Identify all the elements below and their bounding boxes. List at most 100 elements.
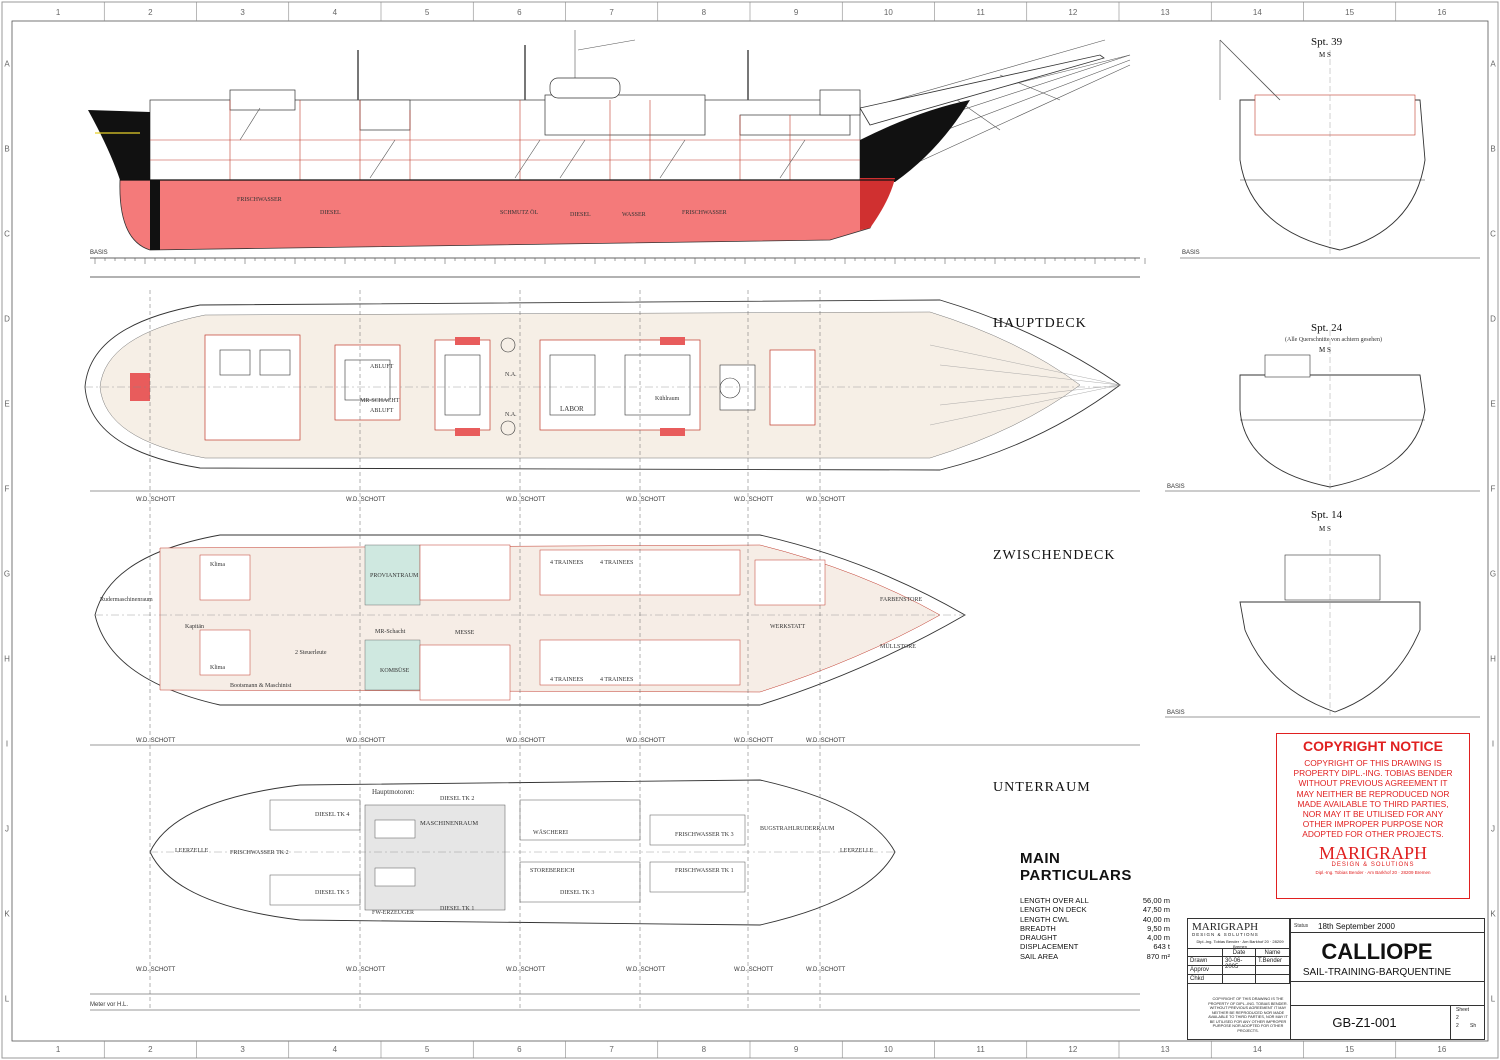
grid-row-label: L — [5, 995, 10, 1004]
particular-value: 47,50 m — [1142, 905, 1170, 915]
room-ur-diesel-tk2: DIESEL TK 2 — [440, 796, 475, 802]
grid-row-label: G — [1490, 570, 1496, 579]
basis-spt24: BASIS — [1167, 484, 1185, 490]
grid-col-label: 7 — [609, 1045, 614, 1054]
grid-col-label: 15 — [1345, 1045, 1354, 1054]
grid-row-label: F — [5, 485, 10, 494]
grid-row-label: A — [4, 60, 10, 69]
bulkhead-label: W.D. SCHOTT — [136, 497, 176, 503]
main-particulars-title: MAIN PARTICULARS — [1020, 850, 1132, 884]
grid-row-label: B — [4, 145, 9, 154]
profile-scale — [94, 258, 1146, 264]
grid-col-label: 3 — [240, 1045, 245, 1054]
bulkhead-label: W.D. SCHOTT — [734, 738, 774, 744]
copyright-title: COPYRIGHT NOTICE — [1302, 738, 1443, 754]
drawing-subtitle: SAIL-TRAINING-BARQUENTINE — [1302, 967, 1452, 978]
basis-spt14: BASIS — [1167, 710, 1185, 716]
zwischendeck-label: ZWISCHENDECK — [993, 548, 1116, 563]
bulkhead-label: W.D. SCHOTT — [346, 967, 386, 973]
room-hd-kuehlraum: Kühlraum — [655, 396, 680, 402]
titleblock-drawn-date: 30-06-2005 — [1223, 957, 1256, 970]
room-zd-kombuese: KOMBÜSE — [380, 668, 410, 674]
grid-row-label: A — [1490, 60, 1496, 69]
bulkhead-label: W.D. SCHOTT — [734, 497, 774, 503]
grid-col-label: 13 — [1161, 1045, 1170, 1054]
sheet-total: 2 — [1456, 1023, 1459, 1029]
titleblock-logo: MARIGRAPH — [1192, 921, 1259, 933]
grid-row-label: C — [4, 230, 10, 239]
room-zd-kapitaen: Kapitän — [185, 624, 204, 630]
titleblock-copyright-note: COPYRIGHT OF THIS DRAWING IS THE PROPERT… — [1208, 997, 1288, 1033]
grid-col-label: 4 — [333, 8, 338, 17]
room-ur-leerzelle-2: LEERZELLE — [840, 848, 874, 854]
room-profile-diesel-1: DIESEL — [320, 210, 341, 216]
room-ur-diesel-tk5: DIESEL TK 5 — [315, 890, 350, 896]
grid-col-label: 7 — [609, 8, 614, 17]
main-deck-plan — [84, 299, 1140, 492]
title-block: MARIGRAPH DESIGN & SOLUTIONS Dipl.-Ing. … — [1187, 918, 1485, 1040]
grid-row-label: H — [4, 655, 10, 664]
room-ur-leerzelle-1: LEERZELLE — [175, 848, 209, 854]
section-note: (Alle Querschnitte von achtern gesehen) — [1285, 337, 1382, 343]
copyright-line: COPYRIGHT OF THIS DRAWING IS — [1304, 758, 1442, 768]
grid-col-label: 1 — [56, 8, 61, 17]
room-zd-werkstatt: WERKSTATT — [770, 624, 806, 630]
room-profile-schmutzoel: SCHMUTZ ÖL — [500, 210, 539, 216]
particular-name: LENGTH OVER ALL — [1020, 896, 1089, 905]
grid-col-label: 14 — [1253, 8, 1262, 17]
titleblock-chkd: Chkd — [1188, 975, 1223, 984]
room-zd-proviantraum: PROVIANTRAUM — [370, 573, 419, 579]
room-ur-hauptmotoren: Hauptmotoren: — [372, 788, 415, 796]
grid-row-label: J — [1491, 825, 1495, 834]
grid-col-label: 6 — [517, 8, 522, 17]
room-ur-diesel-tk1: DIESEL TK 1 — [440, 906, 475, 912]
section-spt24 — [1165, 330, 1480, 492]
grid-col-label: 12 — [1068, 8, 1077, 17]
particular-value: 9,50 m — [1147, 923, 1170, 933]
titleblock-date-col: Date — [1223, 949, 1256, 957]
room-profile-wasser: WASSER — [622, 212, 646, 218]
particular-name: DISPLACEMENT — [1020, 942, 1079, 952]
room-hd-na-1: N.A. — [505, 372, 517, 378]
room-zd-trainees-3: 4 TRAINEES — [550, 677, 584, 683]
bulkhead-label: W.D. SCHOTT — [506, 497, 546, 503]
grid-col-label: 3 — [240, 8, 245, 17]
copyright-address: Dipl.-Ing. Tobias Bender · Am Barkhof 20… — [1315, 869, 1431, 875]
grid-col-label: 14 — [1253, 1045, 1262, 1054]
sheet-label: Sheet — [1456, 1007, 1470, 1013]
grid-row-label: C — [1490, 230, 1496, 239]
grid-ticks — [103, 2, 1397, 1058]
grid-col-label: 2 — [148, 8, 153, 17]
room-zd-trainees-1: 4 TRAINEES — [550, 560, 584, 566]
room-ur-fw-tk2: FRISCHWASSER TK 2 — [230, 850, 289, 856]
titleblock-logo-sub: DESIGN & SOLUTIONS — [1192, 932, 1259, 937]
grid-col-label: 12 — [1068, 1045, 1077, 1054]
bulkhead-label: W.D. SCHOTT — [346, 497, 386, 503]
unterraum-label: UNTERRAUM — [993, 780, 1091, 795]
particular-name: LENGTH CWL — [1020, 914, 1070, 924]
particular-value: 40,00 m — [1142, 914, 1170, 924]
titleblock-date: 18th September 2000 — [1318, 922, 1395, 931]
grid-col-label: 15 — [1345, 8, 1354, 17]
grid-row-label: E — [1490, 400, 1495, 409]
hold-plan — [90, 779, 1140, 1011]
copyright-line: WITHOUT PREVIOUS AGREEMENT IT — [1298, 778, 1448, 789]
bulkhead-label: W.D. SCHOTT — [806, 738, 846, 744]
room-profile-frischwasser-1: FRISCHWASSER — [237, 197, 282, 203]
section-spt39-ms: M S — [1319, 51, 1331, 59]
room-zd-messe: MESSE — [455, 630, 475, 636]
room-zd-rudermaschinenraum: Rudermaschinenraum — [100, 597, 153, 603]
grid-col-label: 8 — [702, 8, 707, 17]
room-zd-farbenstore: FARBENSTORE — [880, 597, 923, 603]
copyright-line: PROPERTY DIPL.-ING. TOBIAS BENDER — [1293, 768, 1453, 779]
room-ur-diesel-tk4: DIESEL TK 4 — [315, 812, 350, 818]
room-zd-trainees-2: 4 TRAINEES — [600, 560, 634, 566]
drawing-title: CALLIOPE — [1321, 939, 1433, 964]
bulkhead-label: W.D. SCHOTT — [734, 967, 774, 973]
room-ur-fw-tk1: FRISCHWASSER TK 1 — [675, 868, 734, 874]
bulkhead-label: W.D. SCHOTT — [806, 967, 846, 973]
